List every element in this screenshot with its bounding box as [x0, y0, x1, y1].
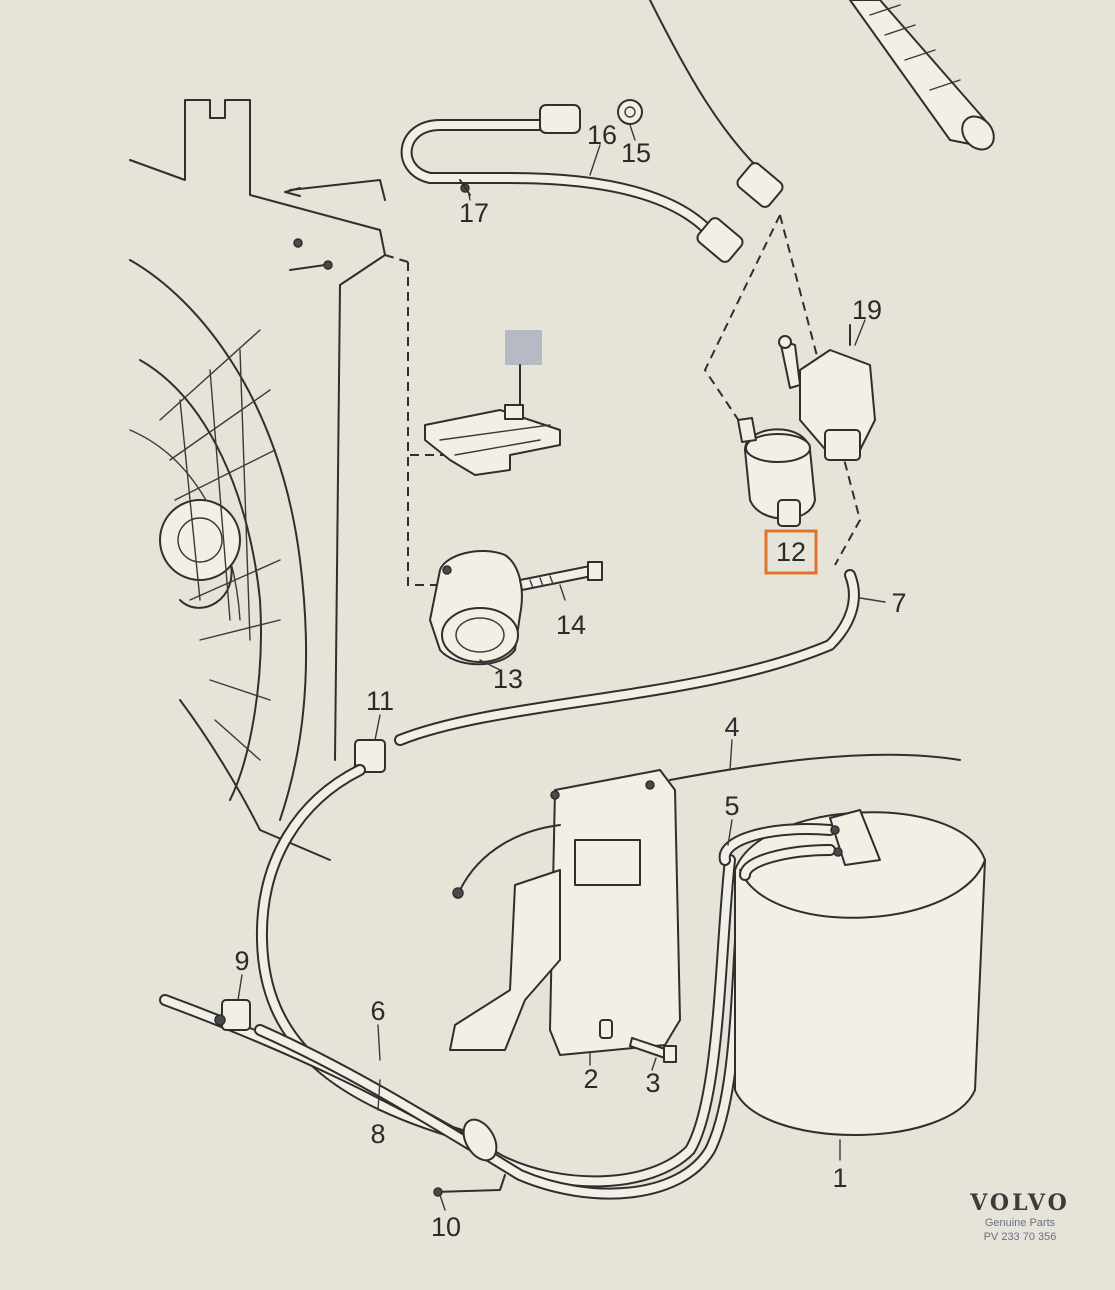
part-13-mount-bracket [429, 550, 523, 666]
brand-subtitle: Genuine Parts [984, 1217, 1056, 1229]
highlight-box-12[interactable] [764, 529, 818, 575]
volvo-branding: VOLVO Genuine Parts PV 233 70 356 [960, 1190, 1080, 1244]
part-15-nut [617, 99, 643, 125]
part-19-solenoid-valve [778, 324, 876, 461]
fan-shroud [129, 99, 386, 861]
part-7-hose [394, 569, 860, 746]
part-5-connector [718, 809, 881, 881]
callout-10[interactable]: 10 [431, 1212, 461, 1242]
callout-7[interactable]: 7 [891, 588, 906, 618]
callout-19[interactable]: 19 [852, 295, 882, 325]
part-9-clamp [214, 999, 251, 1031]
fan-blades [159, 329, 281, 761]
callout-5[interactable]: 5 [724, 791, 739, 821]
valve-guide-line [779, 214, 862, 566]
callout-16[interactable]: 16 [587, 120, 617, 150]
part-14-bolt [519, 561, 603, 591]
callout-2[interactable]: 2 [583, 1064, 598, 1094]
callout-13[interactable]: 13 [493, 664, 523, 694]
callout-11[interactable]: 11 [366, 686, 394, 716]
callout-1[interactable]: 1 [832, 1163, 847, 1193]
part-12-valve [737, 417, 816, 527]
intake-pipe [649, 0, 995, 208]
callout-6[interactable]: 6 [370, 996, 385, 1026]
shroud-screws [284, 179, 386, 271]
part-3-bolt [629, 1037, 677, 1063]
callout-4[interactable]: 4 [724, 712, 739, 742]
part-4-line [669, 753, 961, 781]
callout-9[interactable]: 9 [234, 946, 249, 976]
diagram-code: PV 233 70 356 [983, 1231, 1057, 1243]
part-16-hose [400, 104, 744, 263]
callout-12[interactable]: 12 [776, 537, 806, 567]
solenoid-guide-line [703, 214, 781, 431]
brand-name: VOLVO [970, 1190, 1070, 1216]
part-10-tie [433, 1174, 506, 1197]
leader-lines [237, 124, 886, 1211]
callout-14[interactable]: 14 [556, 610, 586, 640]
hose-strap [462, 1118, 498, 1162]
callout-17[interactable]: 17 [459, 198, 489, 228]
mount-guide-line-top [384, 254, 409, 263]
connector-clip [424, 404, 561, 476]
part-1-canister [734, 811, 986, 1136]
callout-8[interactable]: 8 [370, 1119, 385, 1149]
callout-labels: 1 2 3 4 5 6 7 8 9 10 11 12 13 14 15 16 1… [234, 120, 906, 1242]
grey-reference-marker [505, 330, 542, 365]
part-2-bracket [449, 769, 681, 1056]
callout-15[interactable]: 15 [621, 138, 651, 168]
long-hose [255, 764, 486, 1146]
callout-3[interactable]: 3 [645, 1068, 660, 1098]
mount-guide-line-left [407, 262, 445, 586]
